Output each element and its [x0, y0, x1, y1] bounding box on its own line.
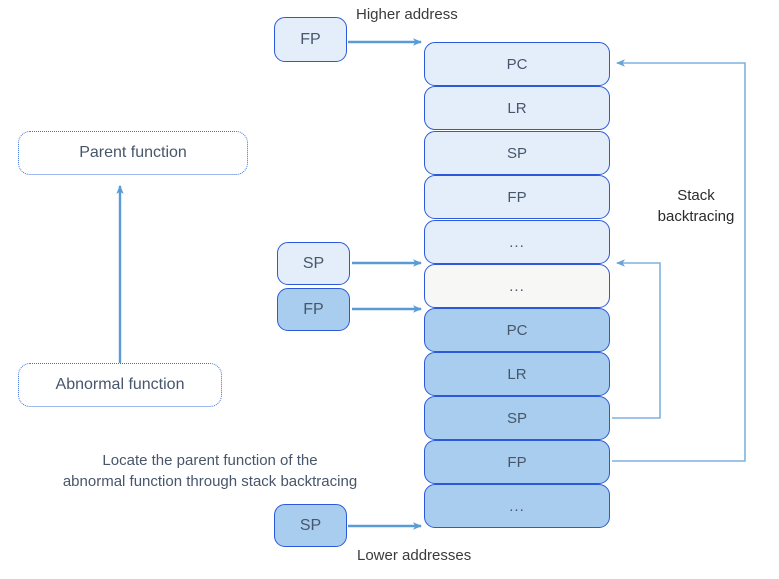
diagram-caption: Locate the parent function of the abnorm…: [40, 450, 380, 492]
diagram-caption-line1: Locate the parent function of the: [102, 452, 318, 469]
stack-cell-1[interactable]: LR: [424, 86, 610, 130]
stack-cell-7[interactable]: LR: [424, 352, 610, 396]
stack-cell-2-label: SP: [506, 144, 527, 162]
diagram-caption-line2: abnormal function through stack backtrac…: [62, 473, 358, 490]
stack-backtracing-line1: Stack: [677, 187, 715, 204]
register-chip-sp-bottom-label: SP: [299, 516, 322, 534]
backtrace-link-inner: [612, 259, 661, 419]
stack-cell-4[interactable]: ...: [424, 220, 610, 264]
abnormal-function-box[interactable]: Abnormal function: [18, 363, 222, 407]
register-chip-fp-middle[interactable]: FP: [277, 288, 350, 331]
stack-cell-2[interactable]: SP: [424, 131, 610, 175]
stack-cell-4-label: ...: [509, 233, 525, 251]
stack-cell-10-label: ...: [509, 497, 525, 515]
register-chip-fp-top-label: FP: [300, 30, 321, 48]
stack-cell-5[interactable]: ...: [424, 264, 610, 308]
backtrace-link-outer: [612, 59, 746, 462]
parent-function-label: Parent function: [79, 144, 187, 161]
stack-cell-3-label: FP: [507, 188, 527, 206]
stack-cell-0[interactable]: PC: [424, 42, 610, 86]
stack-cell-7-label: LR: [507, 365, 527, 383]
stack-cell-10[interactable]: ...: [424, 484, 610, 528]
higher-address-label: Higher address: [356, 6, 458, 23]
register-chip-fp-middle-label: FP: [303, 300, 324, 318]
stack-cell-0-label: PC: [506, 55, 528, 73]
stack-cell-6-label: PC: [506, 321, 528, 339]
stack-cell-6[interactable]: PC: [424, 308, 610, 352]
stack-cell-3[interactable]: FP: [424, 175, 610, 219]
stack-backtracing-line2: backtracing: [657, 208, 735, 225]
abnormal-function-label: Abnormal function: [55, 376, 185, 393]
stack-cell-9-label: FP: [507, 453, 527, 471]
stack-cell-1-label: LR: [507, 99, 527, 117]
stack-cell-9[interactable]: FP: [424, 440, 610, 484]
register-chip-sp-middle[interactable]: SP: [277, 242, 350, 285]
stack-backtracing-label: Stack backtracing: [648, 185, 744, 227]
stack-cell-5-label: ...: [509, 277, 525, 295]
stack-cell-8[interactable]: SP: [424, 396, 610, 440]
parent-function-box[interactable]: Parent function: [18, 131, 248, 175]
register-chip-fp-top[interactable]: FP: [274, 17, 347, 62]
lower-addresses-label: Lower addresses: [357, 547, 472, 564]
register-chip-sp-bottom[interactable]: SP: [274, 504, 347, 547]
stack-cell-8-label: SP: [506, 409, 527, 427]
register-chip-sp-middle-label: SP: [302, 254, 325, 272]
